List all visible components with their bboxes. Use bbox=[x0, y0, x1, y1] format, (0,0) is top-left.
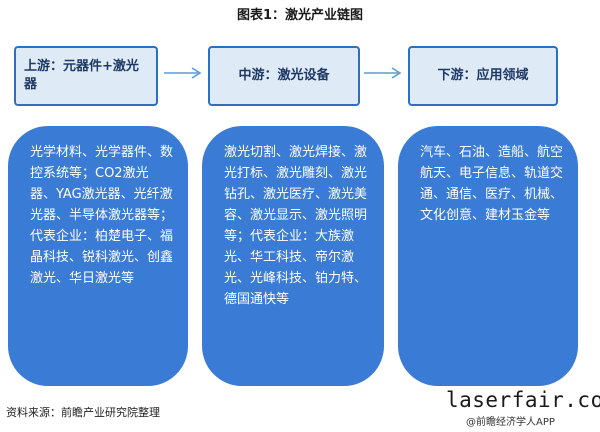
detail-downstream: 汽车、石油、造船、航空航天、电子信息、轨道交通、通信、医疗、机械、文化创意、建材… bbox=[398, 126, 578, 386]
stage-downstream: 下游：应用领域 bbox=[408, 46, 558, 106]
arrow-right-icon bbox=[164, 67, 202, 79]
stage-upstream-label: 上游：元器件+激光器 bbox=[24, 59, 139, 92]
detail-upstream-text: 光学材料、光学器件、数控系统等；CO2激光器、YAG激光器、光纤激光器、半导体激… bbox=[30, 145, 174, 286]
detail-upstream: 光学材料、光学器件、数控系统等；CO2激光器、YAG激光器、光纤激光器、半导体激… bbox=[8, 126, 188, 386]
detail-midstream-text: 激光切割、激光焊接、激光打标、激光雕刻、激光钻孔、激光医疗、激光美容、激光显示、… bbox=[224, 145, 368, 307]
credit-text: @前瞻经济学人APP bbox=[466, 417, 555, 428]
stage-downstream-label: 下游：应用领域 bbox=[437, 68, 529, 83]
detail-midstream: 激光切割、激光焊接、激光打标、激光雕刻、激光钻孔、激光医疗、激光美容、激光显示、… bbox=[202, 126, 384, 386]
stage-midstream-label: 中游：激光设备 bbox=[238, 68, 330, 83]
chart-title: 图表1：激光产业链图 bbox=[236, 8, 364, 23]
source-note: 资料来源：前瞻产业研究院整理 bbox=[6, 406, 160, 419]
stage-midstream: 中游：激光设备 bbox=[208, 46, 360, 106]
credit-line: @前瞻经济学人APP bbox=[466, 413, 555, 428]
site-watermark: laserfair.com bbox=[446, 388, 600, 412]
detail-downstream-text: 汽车、石油、造船、航空航天、电子信息、轨道交通、通信、医疗、机械、文化创意、建材… bbox=[420, 145, 564, 223]
arrow-right-icon bbox=[364, 67, 402, 79]
stage-upstream: 上游：元器件+激光器 bbox=[14, 46, 158, 106]
